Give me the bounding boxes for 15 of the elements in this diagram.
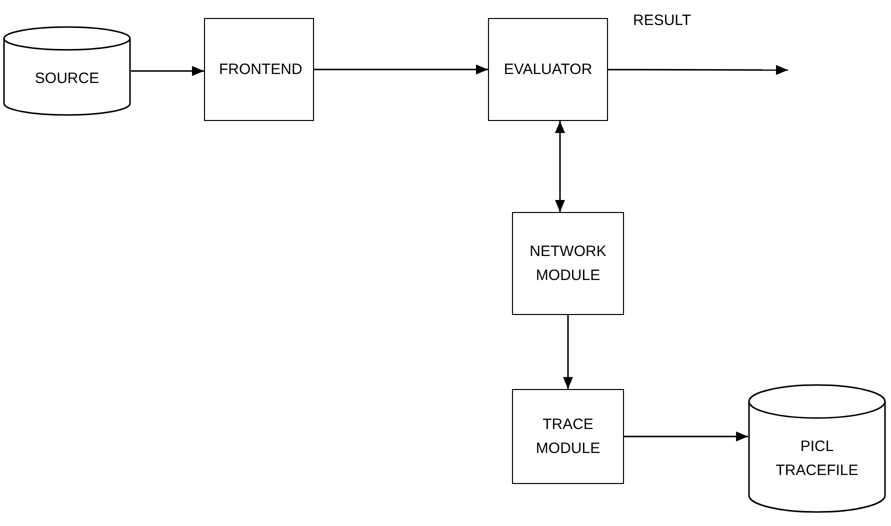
arrow xyxy=(608,64,788,75)
node-label: NETWORK MODULE xyxy=(528,242,608,286)
node-label: EVALUATOR xyxy=(504,60,592,80)
node-label: SOURCE xyxy=(34,68,100,89)
process-box xyxy=(512,212,624,315)
arrow xyxy=(131,66,204,76)
arrow xyxy=(624,432,748,442)
node-label: TRACE MODULE xyxy=(534,415,602,458)
process-box xyxy=(488,18,608,121)
arrow xyxy=(314,64,488,74)
process-box xyxy=(204,18,314,121)
node-label: PICL TRACEFILE xyxy=(774,437,860,481)
arrow xyxy=(555,121,565,212)
process-box xyxy=(512,389,624,484)
arrow xyxy=(563,315,573,389)
